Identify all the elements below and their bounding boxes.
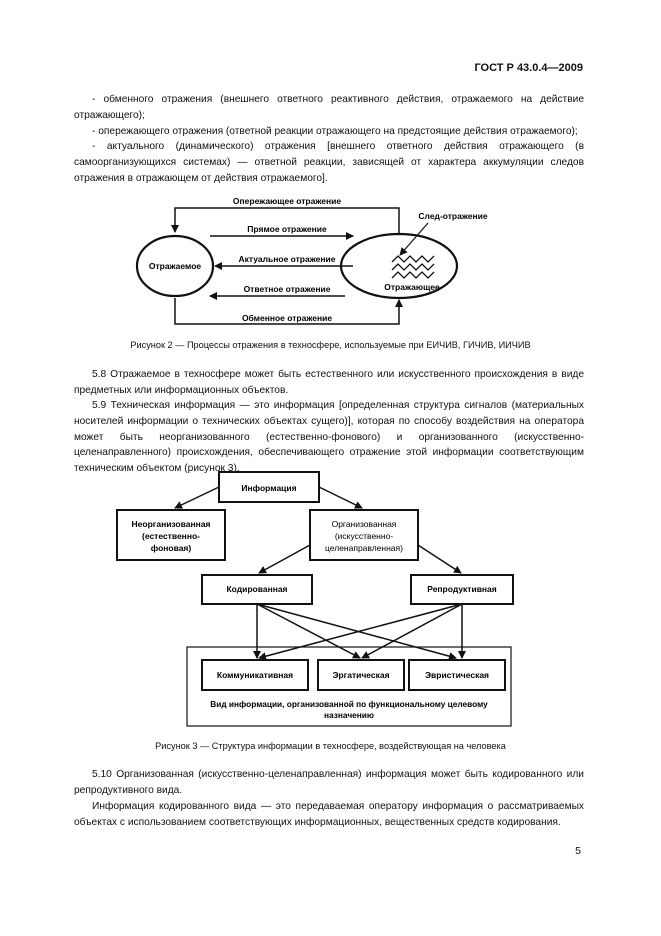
list-item: - обменного отражения (внешнего ответног… [74, 94, 584, 121]
list-item: - актуального (динамического) отражения … [74, 141, 584, 184]
reproductive-label: Репродуктивная [427, 584, 497, 594]
unorganized-label-line1: Неорганизованная [132, 519, 211, 529]
unorganized-box [116, 509, 226, 561]
ergatic-label: Эргатическая [332, 670, 389, 680]
figure-2-caption: Рисунок 2 — Процессы отражения в техносф… [130, 340, 531, 350]
figure-3-diagram: Информация Неорганизованная (естественно… [116, 471, 514, 727]
heuristic-box [408, 659, 506, 691]
figure-3-caption: Рисунок 3 — Структура информации в техно… [155, 741, 506, 751]
exchange-reflection-arrow [174, 298, 403, 325]
exchange-reflection-label: Обменное отражение [242, 313, 332, 323]
paragraph-5-8: 5.8 Отражаемое в техносфере может быть е… [74, 369, 584, 396]
reflection-list: - обменного отражения (внешнего ответног… [74, 92, 584, 187]
page-number: 5 [575, 845, 581, 857]
unorganized-label-line3: фоновая) [151, 543, 192, 553]
arrow-to-organized [318, 486, 363, 509]
functional-group-frame [186, 646, 512, 727]
ergatic-box [317, 659, 405, 691]
organized-label-line1: Организованная [332, 519, 397, 529]
trace-zigzag-icon [391, 255, 435, 279]
organized-box [309, 509, 419, 561]
organized-label-line2: (искусственно- [335, 531, 393, 541]
group-label-line1: Вид информации, организованной по функци… [210, 699, 488, 709]
direct-reflection-label: Прямое отражение [247, 224, 327, 234]
trace-reflection-label: След-отражение [418, 211, 487, 221]
arrow-to-unorganized [174, 486, 220, 509]
arrow-coded-ergatic [256, 603, 361, 659]
arrow-reproductive-ergatic [361, 603, 463, 659]
paragraph-5-9: 5.9 Техническая информация — это информа… [74, 400, 584, 475]
communicative-box [201, 659, 309, 691]
organized-label-line3: целенаправленная) [325, 543, 403, 553]
arrow-to-reproductive [417, 544, 462, 574]
actual-reflection-label: Актуальное отражение [239, 254, 336, 264]
response-reflection-label: Ответное отражение [244, 284, 331, 294]
arrow-coded-heuristic [256, 603, 457, 661]
information-label: Информация [241, 483, 296, 493]
trace-pointer-arrow [399, 222, 429, 256]
arrow-to-coded [258, 544, 311, 574]
communicative-label: Коммуникативная [217, 670, 293, 680]
paragraph-coded-info: Информация кодированного вида — это пере… [74, 801, 584, 828]
figure-2-diagram: Опережающее отражение Прямое отражение С… [135, 196, 488, 325]
advance-reflection-label: Опережающее отражение [233, 196, 341, 206]
document-header: ГОСТ Р 43.0.4—2009 [474, 62, 583, 74]
paragraph-5-10: 5.10 Организованная (искусственно-целена… [74, 769, 584, 796]
arrow-reproductive-communicative [258, 603, 463, 661]
list-item: - опережающего отражения (ответной реакц… [92, 125, 578, 137]
reflected-label: Отражаемое [149, 261, 202, 271]
advance-reflection-arrow [171, 207, 400, 234]
reflected-ellipse [135, 234, 215, 298]
group-label-line2: назначению [324, 710, 374, 720]
unorganized-label-line2: (естественно- [142, 531, 200, 541]
coded-label: Кодированная [226, 584, 287, 594]
reflecting-label: Отражающее [384, 282, 440, 292]
heuristic-label: Эвристическая [425, 670, 489, 680]
